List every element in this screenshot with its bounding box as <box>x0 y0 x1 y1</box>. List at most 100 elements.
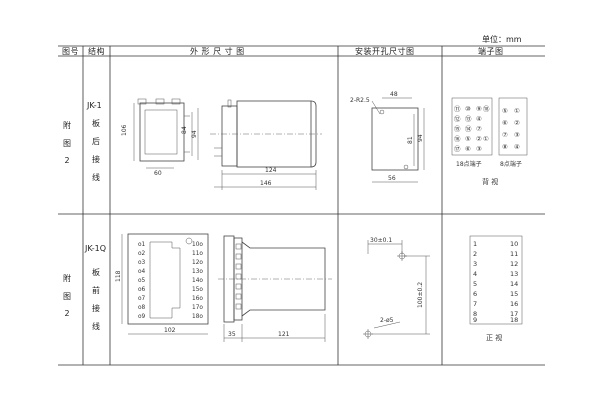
svg-text:o4: o4 <box>138 269 146 275</box>
svg-text:13: 13 <box>510 270 518 278</box>
svg-text:⑦: ⑦ <box>476 125 482 133</box>
svg-text:2-R2.5: 2-R2.5 <box>350 97 370 104</box>
svg-text:⑪: ⑪ <box>454 105 461 113</box>
header-terminal: 端子图 <box>478 47 504 56</box>
svg-text:18点端子: 18点端子 <box>456 160 482 168</box>
svg-text:11o: 11o <box>192 251 203 257</box>
svg-text:12o: 12o <box>192 260 203 266</box>
svg-text:⑭: ⑭ <box>465 125 472 133</box>
row1-structure: 板后接线 <box>92 119 100 182</box>
svg-text:1: 1 <box>473 240 477 248</box>
svg-text:12: 12 <box>510 260 518 268</box>
row1-mounting-drawing: 2-R2.5 48 81 94 56 <box>350 91 425 183</box>
svg-text:⑩: ⑩ <box>465 105 471 113</box>
svg-text:8: 8 <box>473 310 477 318</box>
svg-text:35: 35 <box>228 331 236 338</box>
svg-text:106: 106 <box>121 124 128 136</box>
svg-text:56: 56 <box>388 175 396 182</box>
svg-text:④: ④ <box>514 143 520 151</box>
svg-text:4: 4 <box>473 270 477 278</box>
svg-text:④: ④ <box>476 115 482 123</box>
header-fig-no: 图号 <box>62 47 79 56</box>
row2-terminal-drawing: 1 2 3 4 5 6 7 8 9 10 11 12 13 14 15 16 1… <box>469 235 523 342</box>
svg-text:⑥: ⑥ <box>502 119 508 127</box>
svg-text:⑥: ⑥ <box>465 145 471 153</box>
svg-text:o8: o8 <box>138 305 146 311</box>
header-outline: 外 形 尺 寸 图 <box>190 47 245 56</box>
svg-text:18o: 18o <box>192 314 203 320</box>
svg-text:⑬: ⑬ <box>465 115 472 123</box>
svg-text:⑮: ⑮ <box>454 125 461 133</box>
svg-text:13o: 13o <box>192 269 203 275</box>
svg-text:15o: 15o <box>192 287 203 293</box>
svg-text:14o: 14o <box>192 278 203 284</box>
svg-text:30±0.1: 30±0.1 <box>370 237 392 244</box>
unit-label: 单位：mm <box>482 35 522 44</box>
svg-text:②: ② <box>514 119 520 127</box>
svg-text:①: ① <box>483 135 489 143</box>
svg-text:o5: o5 <box>138 278 146 284</box>
svg-text:146: 146 <box>260 180 272 187</box>
row2-structure: 板前接线 <box>92 268 100 331</box>
svg-text:9: 9 <box>473 316 477 324</box>
svg-text:⑦: ⑦ <box>502 131 508 139</box>
svg-text:10o: 10o <box>192 242 203 248</box>
svg-text:100±0.2: 100±0.2 <box>417 282 424 308</box>
svg-text:18: 18 <box>510 316 518 324</box>
svg-text:①: ① <box>514 107 520 115</box>
svg-text:94: 94 <box>417 134 424 142</box>
svg-text:8点端子: 8点端子 <box>500 160 522 168</box>
row1-terminal-drawing: ⑪ ⑩ ⑨ ⑫ ⑬ ④ ⑮ ⑭ ⑦ ⑯ ⑤ ② ⑰ ⑥ ③ ⑱ ① ⑤ ① ⑥ … <box>451 97 528 186</box>
svg-text:6: 6 <box>473 290 477 298</box>
svg-text:⑰: ⑰ <box>454 145 461 153</box>
svg-text:⑱: ⑱ <box>483 105 490 113</box>
svg-text:15: 15 <box>510 290 518 298</box>
svg-text:17o: 17o <box>192 305 203 311</box>
svg-text:124: 124 <box>265 167 277 174</box>
svg-text:7: 7 <box>473 300 477 308</box>
svg-text:⑤: ⑤ <box>465 135 471 143</box>
row1-model: JK-1 <box>87 101 102 110</box>
svg-text:背 视: 背 视 <box>482 177 498 186</box>
svg-text:o9: o9 <box>138 314 146 320</box>
svg-text:10: 10 <box>510 240 518 248</box>
row2-outline-drawing: 118 102 o1 o2 o3 o4 o5 o6 o7 o8 o9 10o 1… <box>115 233 332 342</box>
svg-text:正 视: 正 视 <box>486 333 502 342</box>
svg-text:81: 81 <box>407 136 414 144</box>
svg-text:48: 48 <box>390 91 398 98</box>
svg-text:5: 5 <box>473 280 477 288</box>
svg-text:16: 16 <box>510 300 518 308</box>
svg-text:94: 94 <box>191 130 198 138</box>
svg-text:⑨: ⑨ <box>476 105 482 113</box>
svg-text:o7: o7 <box>138 296 146 302</box>
svg-text:60: 60 <box>154 170 162 177</box>
svg-text:⑫: ⑫ <box>454 115 461 123</box>
svg-text:14: 14 <box>510 280 518 288</box>
svg-text:102: 102 <box>164 327 176 334</box>
header-structure: 结构 <box>88 47 105 56</box>
row1-outline-drawing: 106 84 94 60 124 146 <box>121 98 322 190</box>
svg-text:17: 17 <box>510 310 518 318</box>
svg-text:2-ø5: 2-ø5 <box>380 317 394 324</box>
svg-text:o2: o2 <box>138 251 146 257</box>
svg-text:84: 84 <box>181 126 188 134</box>
svg-text:3: 3 <box>473 260 477 268</box>
svg-text:16o: 16o <box>192 296 203 302</box>
svg-text:o6: o6 <box>138 287 146 293</box>
svg-text:⑯: ⑯ <box>454 135 461 143</box>
svg-text:o3: o3 <box>138 260 146 266</box>
header-mounting: 安装开孔尺寸图 <box>355 47 415 56</box>
row2-mounting-drawing: 30±0.1 100±0.2 2-ø5 <box>363 237 430 339</box>
svg-text:③: ③ <box>514 131 520 139</box>
svg-text:2: 2 <box>473 250 477 258</box>
svg-text:118: 118 <box>115 270 122 282</box>
svg-text:⑤: ⑤ <box>502 107 508 115</box>
svg-text:o1: o1 <box>138 242 146 248</box>
svg-text:③: ③ <box>476 145 482 153</box>
svg-text:11: 11 <box>510 250 518 258</box>
svg-text:121: 121 <box>278 331 290 338</box>
svg-text:②: ② <box>476 135 482 143</box>
